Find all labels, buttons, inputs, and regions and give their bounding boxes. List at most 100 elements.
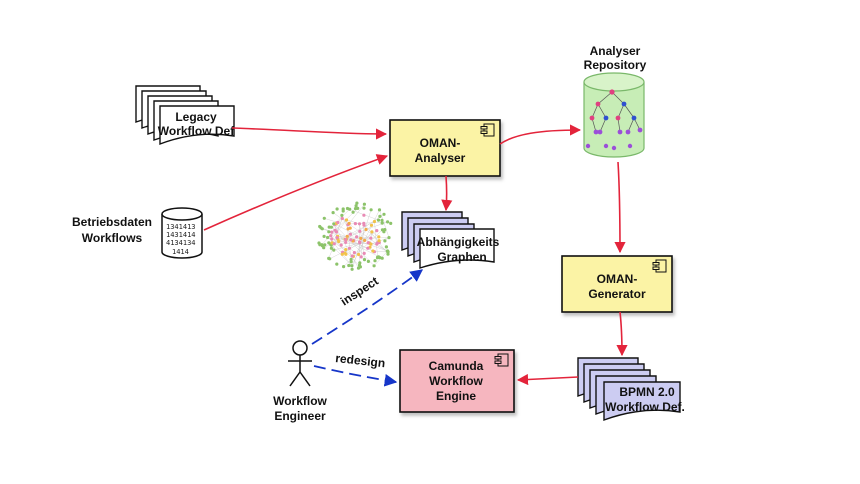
component-icon xyxy=(494,353,509,367)
arrow-bpmn-to-camunda xyxy=(516,373,579,386)
network-node xyxy=(346,227,350,231)
network-node xyxy=(322,234,326,238)
network-node xyxy=(386,249,390,253)
network-node xyxy=(372,264,376,268)
network-node xyxy=(369,223,374,227)
network-node xyxy=(351,210,355,214)
repository-graph-icon xyxy=(591,91,641,133)
network-node xyxy=(366,241,370,245)
engineer-label-line2: Engineer xyxy=(274,409,326,423)
network-node xyxy=(383,228,387,232)
network-node xyxy=(362,213,366,217)
network-node xyxy=(350,264,354,268)
network-node xyxy=(332,248,336,252)
network-node xyxy=(330,237,334,241)
network-edge xyxy=(348,204,365,224)
network-node xyxy=(369,242,373,246)
network-node xyxy=(354,204,358,208)
network-node xyxy=(336,220,340,225)
network-node xyxy=(340,216,344,221)
arrow-repository-to-generator xyxy=(614,161,626,254)
network-node xyxy=(339,243,343,247)
network-node xyxy=(357,222,362,226)
network-node xyxy=(355,235,359,239)
network-node xyxy=(352,251,356,255)
network-node xyxy=(364,227,368,232)
network-edge xyxy=(333,242,360,251)
network-node xyxy=(348,232,352,236)
network-node xyxy=(369,208,373,212)
network-node xyxy=(386,220,390,224)
network-node xyxy=(378,214,382,218)
engineer-label-line1: Workflow xyxy=(273,394,327,408)
network-node xyxy=(372,219,377,224)
network-edge xyxy=(379,209,390,238)
network-node xyxy=(377,235,381,239)
legacy-label-line1: Legacy xyxy=(175,110,217,124)
betriebsdaten-number-1: 1341413 xyxy=(166,223,196,231)
network-node xyxy=(377,208,382,212)
dependency-network-image xyxy=(317,201,393,271)
network-edge xyxy=(330,224,335,245)
network-node xyxy=(377,239,381,243)
camunda-engine-node: Camunda Workflow Engine xyxy=(399,349,515,413)
document-stack-icon xyxy=(135,85,235,146)
network-node xyxy=(337,239,341,244)
network-node xyxy=(387,236,391,240)
arrow-legacy-to-analyser xyxy=(231,127,388,140)
network-node xyxy=(328,257,332,261)
network-node xyxy=(335,236,339,240)
network-node xyxy=(344,248,348,252)
network-node xyxy=(380,256,384,260)
network-edge xyxy=(365,229,380,241)
network-node xyxy=(371,249,375,253)
network-node xyxy=(318,224,322,229)
network-node xyxy=(327,230,331,234)
network-node xyxy=(326,235,330,240)
network-edge xyxy=(333,223,375,266)
network-node xyxy=(380,221,384,225)
network-edge xyxy=(346,219,352,260)
network-node xyxy=(353,207,358,211)
legacy-workflow-def-node: Legacy Workflow Def xyxy=(135,85,235,146)
component-icon xyxy=(652,259,667,273)
network-node xyxy=(370,230,374,234)
network-node xyxy=(349,257,353,262)
arrow-analyser-to-repository xyxy=(499,124,582,145)
document-stack-icon xyxy=(401,211,495,269)
network-node xyxy=(347,246,352,250)
arrow-engineer-inspect-graphen xyxy=(311,269,424,345)
network-node xyxy=(373,259,377,263)
camunda-label-line2: Workflow xyxy=(429,374,483,388)
database-icon xyxy=(583,72,645,158)
network-node xyxy=(349,238,353,242)
network-node xyxy=(347,221,351,225)
network-node xyxy=(330,230,334,234)
network-node xyxy=(340,252,344,256)
network-node xyxy=(359,255,363,259)
network-node xyxy=(358,229,362,233)
graphen-label-line2: Graphen xyxy=(437,250,486,264)
network-node xyxy=(359,236,363,240)
network-node xyxy=(347,263,351,268)
workflow-engineer-actor: Workflow Engineer xyxy=(273,340,328,423)
network-node xyxy=(382,212,386,216)
network-edge xyxy=(352,240,375,252)
network-edge xyxy=(324,218,338,223)
network-node xyxy=(317,241,321,245)
network-node xyxy=(341,207,345,211)
network-node xyxy=(355,201,359,205)
network-node xyxy=(366,259,370,263)
generator-label-line2: Generator xyxy=(588,287,646,301)
arrow-generator-to-bpmn xyxy=(616,311,628,357)
network-node xyxy=(380,228,384,232)
network-node xyxy=(349,260,353,264)
arrow-betriebsdaten-to-analyser xyxy=(203,154,389,231)
network-node xyxy=(363,238,367,242)
bpmn-label-line1: BPMN 2.0 xyxy=(619,385,675,399)
network-edge xyxy=(374,221,378,258)
analyser-repository-node: Analyser Repository xyxy=(583,44,647,158)
network-node xyxy=(335,262,339,266)
stick-figure-icon xyxy=(288,340,312,387)
